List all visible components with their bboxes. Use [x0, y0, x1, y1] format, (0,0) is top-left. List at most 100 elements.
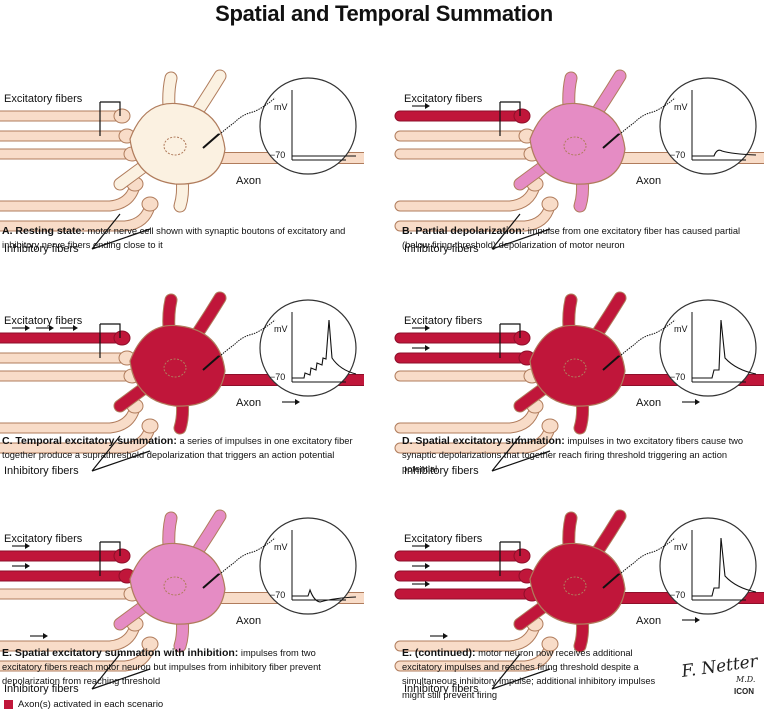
oscilloscope [659, 77, 757, 175]
inhibitory-bouton [141, 196, 159, 212]
inhibitory-pointer [491, 435, 551, 472]
electrode [602, 573, 620, 589]
inhibitory-pointer [91, 653, 151, 690]
legend-label: Axon(s) activated in each scenario [18, 698, 164, 710]
axon-label: Axon [636, 175, 661, 187]
oscilloscope [259, 517, 357, 615]
electrode-wire [614, 319, 676, 361]
excitatory-fibers-label: Excitatory fibers [4, 533, 83, 545]
impulse-arrow [412, 563, 430, 569]
axon-label: Axon [236, 397, 261, 409]
impulse-arrow [12, 543, 30, 549]
excitatory-pointer [99, 101, 121, 136]
inhibitory-fiber-fill [0, 403, 140, 433]
cell-body [129, 542, 226, 625]
electrode [602, 133, 620, 149]
mv-label: mV [674, 102, 688, 112]
impulse-arrow [412, 543, 430, 549]
impulse-arrow [36, 325, 54, 331]
excitatory-bouton [513, 108, 531, 124]
caption-c: C. Temporal excitatory summation: a seri… [2, 434, 362, 462]
caption-b-text: impulse from one excitatory fiber has ca… [402, 226, 741, 250]
caption-c-title: C. Temporal excitatory summation: [2, 435, 177, 447]
signature-suffix: M.D. [735, 675, 755, 684]
impulse-arrow [60, 325, 78, 331]
excitatory-bouton [113, 108, 131, 124]
caption-e-continued-title: E. (continued): [402, 647, 476, 659]
inhibitory-fibers-label: Inhibitory fibers [404, 243, 479, 255]
caption-e-text: impulses from two excitatory fibers reac… [2, 648, 321, 686]
excitatory-fibers-label: Excitatory fibers [4, 93, 83, 105]
axon-arrow [682, 617, 700, 623]
membrane-trace [692, 319, 757, 379]
excitatory-pointer [99, 541, 121, 576]
minus70-label: −70 [670, 590, 685, 600]
mv-label: mV [674, 324, 688, 334]
caption-b: B. Partial depolarization: impulse from … [402, 224, 762, 252]
minus70-label: −70 [270, 372, 285, 382]
inhibitory-fibers-label: Inhibitory fibers [4, 683, 79, 695]
inhibitory-bouton [141, 636, 159, 652]
oscilloscope [259, 77, 357, 175]
impulse-arrow [412, 103, 430, 109]
membrane-trace [292, 588, 357, 603]
inhibitory-pointer [491, 213, 551, 250]
nucleus [563, 576, 587, 596]
electrode-wire [614, 97, 676, 139]
cell-body [129, 324, 226, 407]
electrode-wire [614, 537, 676, 579]
membrane-trace [692, 537, 757, 597]
membrane-trace [692, 149, 757, 157]
excitatory-fibers-label: Excitatory fibers [404, 315, 483, 327]
excitatory-pointer [499, 323, 521, 358]
caption-c-text: a series of impulses in one excitatory f… [2, 436, 353, 460]
axon-label: Axon [236, 175, 261, 187]
cell-body [529, 542, 626, 625]
nucleus [163, 576, 187, 596]
impulse-arrow [412, 345, 430, 351]
inhibitory-fiber-fill [0, 621, 140, 651]
minus70-label: −70 [270, 590, 285, 600]
nucleus [563, 136, 587, 156]
inhibitory-fiber-fill [395, 403, 540, 433]
inhibitory-fiber-fill [395, 621, 540, 651]
electrode-wire [214, 97, 276, 139]
nucleus [163, 136, 187, 156]
inhibitory-fibers-label: Inhibitory fibers [4, 465, 79, 477]
impulse-arrow [412, 325, 430, 331]
inhibitory-impulse-arrow [430, 633, 448, 639]
impulse-arrow [412, 581, 430, 587]
mv-label: mV [674, 542, 688, 552]
cell-body [529, 102, 626, 185]
inhibitory-fiber-fill [395, 181, 540, 211]
inhibitory-bouton [541, 636, 559, 652]
electrode-wire [214, 537, 276, 579]
caption-e-continued-text: motor neuron now receives additional exc… [402, 648, 656, 700]
minus70-label: −70 [670, 150, 685, 160]
excitatory-bouton [513, 330, 531, 346]
axon-label: Axon [636, 397, 661, 409]
inhibitory-pointer [91, 435, 151, 472]
electrode-wire [214, 319, 276, 361]
netter-signature: F. Netter M.D. ICON [679, 651, 760, 696]
oscilloscope [259, 299, 357, 397]
excitatory-bouton [113, 548, 131, 564]
caption-d-text: impulses in two excitatory fibers cause … [402, 436, 744, 474]
caption-a-title: A. Resting state: [2, 225, 85, 237]
minus70-label: −70 [670, 372, 685, 382]
mv-label: mV [274, 542, 288, 552]
caption-d: D. Spatial excitatory summation: impulse… [402, 434, 762, 476]
nucleus [563, 358, 587, 378]
membrane-trace [292, 319, 357, 379]
excitatory-bouton [513, 548, 531, 564]
caption-d-title: D. Spatial excitatory summation: [402, 435, 565, 447]
excitatory-pointer [499, 101, 521, 136]
caption-a: A. Resting state: motor nerve cell shown… [2, 224, 362, 252]
